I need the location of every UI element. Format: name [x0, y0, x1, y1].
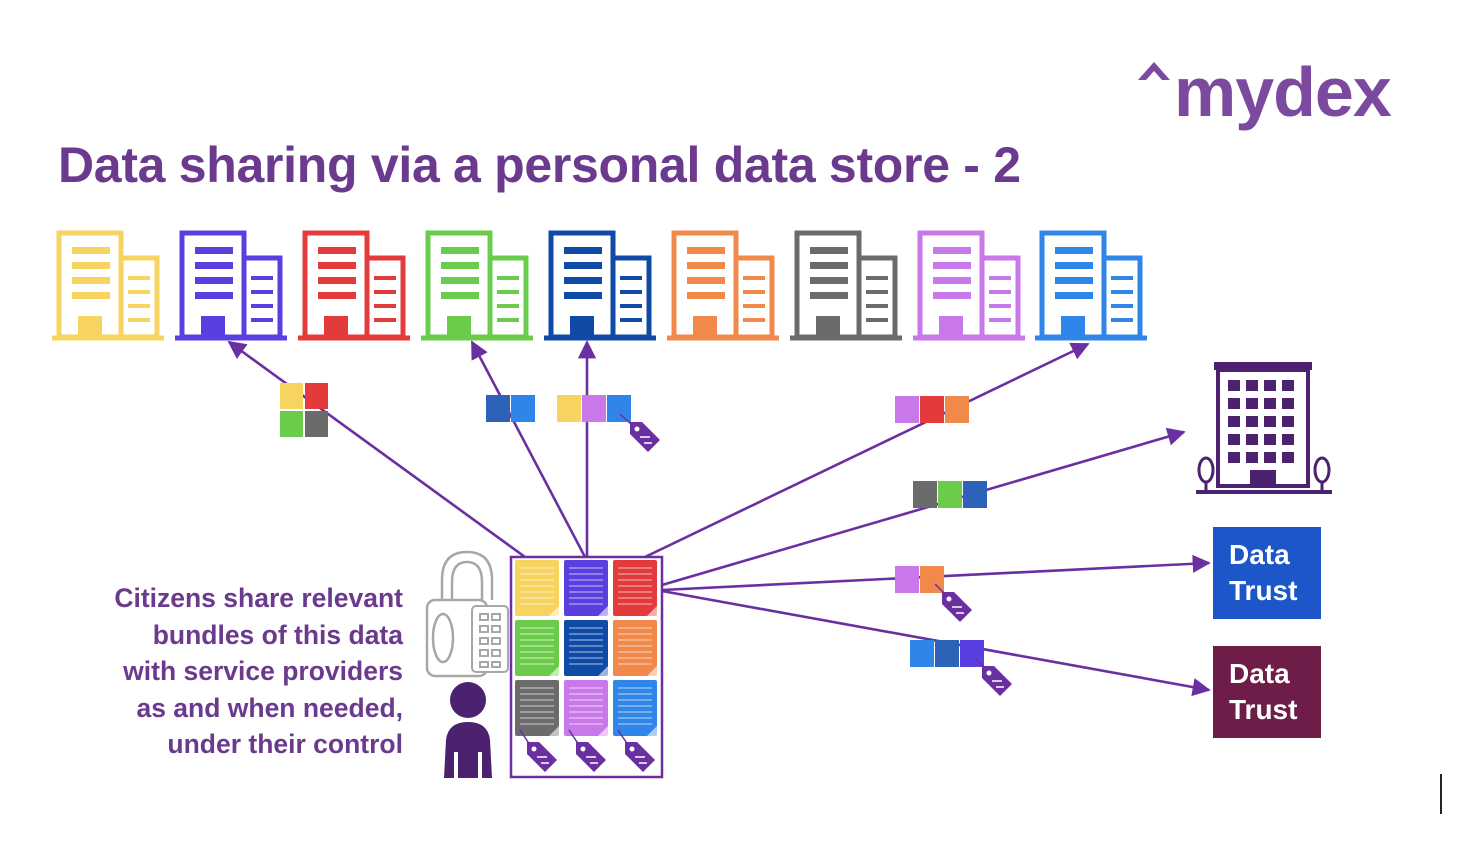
- document-icon: [612, 679, 658, 737]
- caption-line: under their control: [167, 729, 403, 759]
- data-trust-label-line1: Data: [1229, 658, 1290, 689]
- building-icon-blue: [1035, 233, 1147, 338]
- arrow-to-green-provider: [470, 340, 587, 558]
- caption-line: with service providers: [123, 656, 403, 686]
- document-icon: [563, 679, 609, 737]
- data-bundle-data-trust-2: [910, 640, 1013, 697]
- document-icon: [563, 559, 609, 617]
- service-provider-buildings: [52, 233, 1147, 338]
- building-icon-green: [421, 233, 533, 338]
- data-trust-box-maroon: Data Trust: [1213, 646, 1321, 738]
- data-bundle-blue-provider: [895, 396, 969, 423]
- arrow-to-blue-provider: [644, 342, 1090, 559]
- document-icon: [514, 559, 560, 617]
- caption-line: Citizens share relevant: [114, 583, 403, 613]
- document-icon: [563, 619, 609, 677]
- text-cursor: [1440, 774, 1442, 814]
- arrow-to-yellow-provider: [227, 340, 526, 559]
- tag-icon: [941, 591, 973, 623]
- building-icon-orange: [667, 233, 779, 338]
- building-icon-navy: [544, 233, 656, 338]
- document-icon: [612, 619, 658, 677]
- data-trust-label-line2: Trust: [1229, 575, 1298, 606]
- logo-text: mydex: [1174, 53, 1392, 131]
- document-icon: [514, 619, 560, 677]
- building-icon-violet: [913, 233, 1025, 338]
- building-icon-red: [298, 233, 410, 338]
- caption-line: as and when needed,: [136, 692, 403, 723]
- data-bundle-data-trust-1: [895, 566, 973, 623]
- tag-icon: [981, 665, 1013, 697]
- data-trust-box-blue: Data Trust: [1213, 527, 1321, 619]
- building-icon-indigo: [175, 233, 287, 338]
- tag-icon: [629, 421, 661, 453]
- data-bundle-green-provider: [486, 395, 535, 422]
- page-title: Data sharing via a personal data store -…: [58, 137, 1021, 193]
- caption-text: Citizens share relevant bundles of this …: [40, 580, 403, 763]
- data-bundle-navy-provider: [557, 395, 661, 453]
- data-bundle-organisation: [913, 481, 987, 508]
- data-trust-label-line1: Data: [1229, 539, 1290, 570]
- document-icon: [612, 559, 658, 617]
- building-icon-grey: [790, 233, 902, 338]
- personal-data-store: [509, 555, 664, 779]
- caption-line: bundles of this data: [152, 619, 403, 650]
- data-trust-label-line2: Trust: [1229, 694, 1298, 725]
- house-roof-icon: [1138, 62, 1170, 80]
- keypad-icon: [471, 605, 509, 673]
- person-icon: [444, 682, 492, 778]
- apartment-building-icon: [1196, 362, 1332, 494]
- document-icon: [514, 679, 560, 737]
- mydex-logo: mydex: [1134, 48, 1434, 138]
- data-bundle-yellow-provider: [280, 383, 328, 437]
- building-icon-yellow: [52, 233, 164, 338]
- arrow-to-organisation: [661, 427, 1186, 587]
